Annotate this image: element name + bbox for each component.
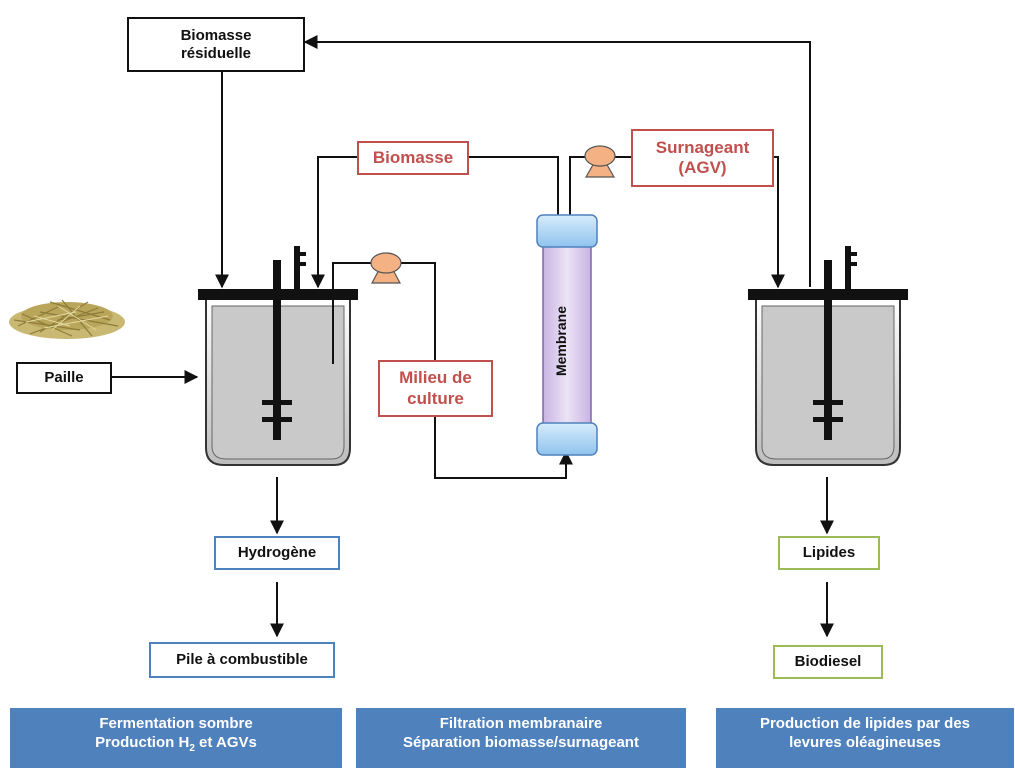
banner-membrane-filtration: Filtration membranaire Séparation biomas…	[356, 708, 686, 768]
membrane-label: Membrane	[553, 305, 569, 377]
reactor-dark-fermentation	[198, 246, 358, 466]
biodiesel-label: Biodiesel	[773, 645, 883, 679]
banner-lipid-production: Production de lipides par des levures ol…	[716, 708, 1014, 768]
biodiesel-text: Biodiesel	[794, 653, 862, 670]
biomass-text: Biomasse	[372, 147, 454, 167]
banner-membrane-filtration-line1: Filtration membranaire	[439, 715, 603, 732]
culture-medium-label: Milieu de culture	[378, 360, 493, 417]
residual-biomass-label: Biomasse résiduelle	[127, 17, 305, 72]
stirrer-icon	[813, 246, 857, 440]
lipids-label: Lipides	[778, 536, 880, 570]
straw-text: Paille	[44, 369, 84, 386]
supernatant-label: Surnageant (AGV)	[631, 129, 774, 187]
reactor-lipid-production	[748, 246, 908, 466]
biomass-label: Biomasse	[357, 141, 469, 175]
lipids-text: Lipides	[802, 544, 856, 561]
banner-dark-fermentation-line2: Production H2 et AGVs	[95, 733, 257, 754]
banner-dark-fermentation-line1: Fermentation sombre	[99, 715, 253, 732]
banner-lipid-production-line1: Production de lipides par des	[759, 715, 971, 732]
membrane-column	[536, 214, 598, 456]
banner-membrane-filtration-line2: Séparation biomasse/surnageant	[403, 733, 639, 751]
straw-image	[9, 299, 125, 339]
stirrer-icon	[262, 246, 306, 440]
residual-biomass-text: Biomasse résiduelle	[180, 26, 252, 62]
fuel-cell-label: Pile à combustible	[149, 642, 335, 678]
supernatant-text: Surnageant (AGV)	[655, 137, 750, 177]
fuel-cell-text: Pile à combustible	[176, 651, 308, 668]
hydrogen-label: Hydrogène	[214, 536, 340, 570]
culture-medium-text: Milieu de culture	[399, 368, 472, 408]
banner-lipid-production-line2: levures oléagineuses	[789, 733, 941, 751]
straw-label: Paille	[16, 362, 112, 394]
hydrogen-text: Hydrogène	[237, 544, 317, 561]
pump-icon	[370, 252, 402, 284]
banner-dark-fermentation: Fermentation sombre Production H2 et AGV…	[10, 708, 342, 768]
pump-icon	[584, 145, 616, 178]
